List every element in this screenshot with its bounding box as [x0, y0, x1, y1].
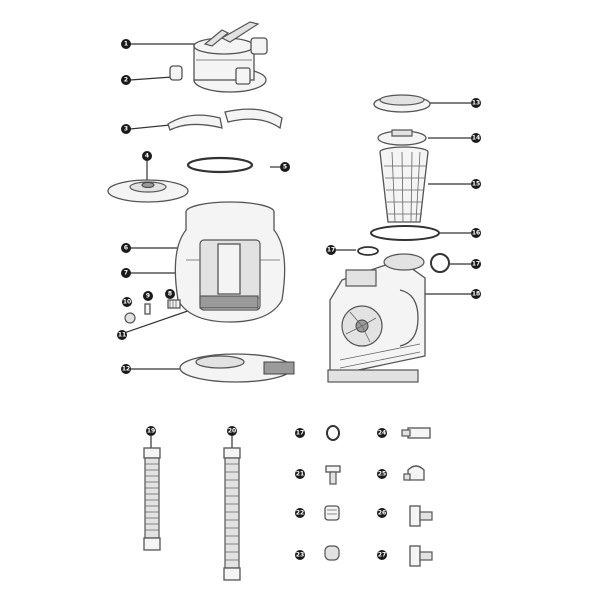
tank-base — [179, 353, 295, 383]
badge-17c: 17 — [295, 428, 305, 438]
badge-4: 4 — [142, 151, 152, 161]
badge-17a: 17 — [326, 245, 336, 255]
fitting-25 — [403, 465, 425, 481]
badge-22: 22 — [295, 508, 305, 518]
fitting-22 — [324, 505, 340, 521]
badge-26-label: 26 — [378, 510, 386, 517]
drain-parts — [124, 299, 181, 324]
fitting-21 — [325, 465, 341, 485]
badge-8-label: 8 — [168, 291, 172, 298]
multiport-valve — [169, 21, 268, 93]
pump-cover — [377, 129, 427, 146]
hose-20 — [223, 447, 241, 581]
badge-12-label: 12 — [122, 366, 130, 373]
fitting-26 — [409, 505, 433, 527]
badge-25-label: 25 — [378, 471, 386, 478]
badge-10: 10 — [122, 297, 132, 307]
badge-14: 14 — [471, 133, 481, 143]
o-ring-16 — [370, 225, 440, 241]
leader-lines — [123, 43, 471, 448]
hose-19 — [143, 447, 161, 551]
diffuser — [107, 179, 189, 203]
fitting-24 — [401, 427, 431, 439]
badge-20-label: 20 — [228, 428, 236, 435]
badge-3: 3 — [121, 124, 131, 134]
fitting-23 — [324, 545, 340, 561]
sand-tank — [174, 201, 286, 323]
pump-housing — [327, 253, 426, 383]
badge-6: 6 — [121, 243, 131, 253]
badge-17c-label: 17 — [296, 430, 304, 437]
badge-6-label: 6 — [124, 245, 128, 252]
badge-1: 1 — [121, 39, 131, 49]
badge-19-label: 19 — [147, 428, 155, 435]
badge-11-label: 11 — [118, 332, 126, 339]
badge-17b-label: 17 — [472, 261, 480, 268]
badge-2: 2 — [121, 75, 131, 85]
fitting-o-ring-17 — [326, 425, 340, 441]
badge-16-label: 16 — [472, 230, 480, 237]
badge-24-label: 24 — [378, 430, 386, 437]
badge-14-label: 14 — [472, 135, 480, 142]
badge-7-label: 7 — [124, 270, 128, 277]
badge-5-label: 5 — [283, 164, 287, 171]
badge-11: 11 — [117, 330, 127, 340]
badge-12: 12 — [121, 364, 131, 374]
strainer-basket — [379, 146, 429, 223]
badge-13: 13 — [471, 98, 481, 108]
badge-25: 25 — [377, 469, 387, 479]
badge-19: 19 — [146, 426, 156, 436]
o-ring-5 — [186, 156, 254, 174]
badge-26: 26 — [377, 508, 387, 518]
badge-21: 21 — [295, 469, 305, 479]
badge-3-label: 3 — [124, 126, 128, 133]
badge-2-label: 2 — [124, 77, 128, 84]
badge-18: 18 — [471, 289, 481, 299]
badge-27: 27 — [377, 550, 387, 560]
badge-10-label: 10 — [123, 299, 131, 306]
badge-4-label: 4 — [145, 153, 149, 160]
small-o-rings — [357, 246, 450, 273]
badge-17a-label: 17 — [327, 247, 335, 254]
badge-16: 16 — [471, 228, 481, 238]
badge-9: 9 — [143, 291, 153, 301]
badge-15: 15 — [471, 179, 481, 189]
fitting-27 — [409, 545, 433, 567]
badge-20: 20 — [227, 426, 237, 436]
pump-lid-ring — [373, 94, 431, 113]
badge-9-label: 9 — [146, 293, 150, 300]
badge-8: 8 — [165, 289, 175, 299]
badge-1-label: 1 — [124, 41, 128, 48]
badge-23-label: 23 — [296, 552, 304, 559]
badge-18-label: 18 — [472, 291, 480, 298]
badge-13-label: 13 — [472, 100, 480, 107]
valve-clamp — [167, 108, 283, 131]
badge-15-label: 15 — [472, 181, 480, 188]
badge-21-label: 21 — [296, 471, 304, 478]
badge-24: 24 — [377, 428, 387, 438]
badge-7: 7 — [121, 268, 131, 278]
badge-22-label: 22 — [296, 510, 304, 517]
badge-5: 5 — [280, 162, 290, 172]
badge-23: 23 — [295, 550, 305, 560]
badge-17b: 17 — [471, 259, 481, 269]
badge-27-label: 27 — [378, 552, 386, 559]
